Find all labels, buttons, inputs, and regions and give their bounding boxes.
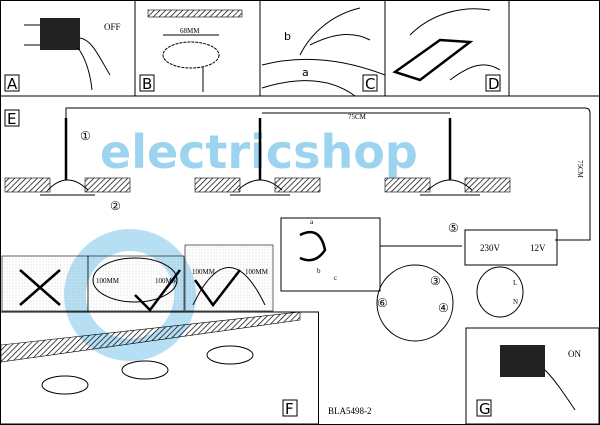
terminal-n: N: [513, 298, 518, 306]
installed-downlight: [206, 345, 254, 365]
hand-icon: [299, 7, 371, 56]
panel-b-cutout: 68MM B: [139, 9, 243, 93]
downlight-2: [194, 118, 321, 196]
bulb-icon: [299, 230, 327, 262]
hand-icon: [409, 8, 501, 81]
detail-circle-screw: [376, 264, 454, 342]
panel-label-e: E: [7, 110, 16, 128]
panel-d-spring: D: [392, 8, 501, 93]
clearance-label: 100MM: [155, 277, 179, 285]
bulb-part-b: b: [317, 267, 321, 275]
cutout-dimension: 68MM: [180, 27, 200, 35]
installed-downlight: [121, 360, 169, 380]
model-code: BLA5498-2: [328, 406, 372, 416]
ceiling: [0, 311, 301, 363]
downlight-3: [384, 118, 511, 196]
step-2: ②: [110, 199, 121, 213]
clearance-correct-side: [184, 244, 274, 312]
installed-downlight: [41, 375, 89, 395]
panel-f-installed: F: [0, 311, 319, 425]
part-b-label: b: [284, 30, 291, 43]
breaker-icon: [500, 345, 545, 377]
part-a-label: a: [302, 66, 309, 79]
detail-circle-terminal: [476, 266, 524, 318]
panel-label-a: A: [7, 75, 18, 93]
panel-g-switch-on: ON G: [465, 327, 600, 425]
downlight-1: [4, 118, 131, 196]
cable: [65, 107, 591, 241]
spring-clip: [392, 38, 474, 82]
step-6: ⑥: [377, 296, 388, 310]
panel-a-switch-off: OFF A: [4, 18, 121, 93]
check-icon: [134, 269, 181, 312]
hand-icon: [77, 37, 111, 91]
bulb-inset: [280, 217, 381, 292]
step-1: ①: [80, 129, 91, 143]
on-label: ON: [568, 349, 581, 359]
check-icon: [193, 269, 241, 308]
clearance-label: 100MM: [192, 268, 216, 276]
panel-e-wiring: E 75CM 75CM ① ② a b c 230V 12V ⑤ ③ ④ ⑥ L…: [1, 107, 591, 342]
hand-icon: [544, 369, 576, 411]
panel-label-c: C: [365, 75, 375, 93]
terminal-l: L: [513, 279, 517, 287]
distance-vertical: 75CM: [576, 160, 584, 179]
panel-label-d: D: [488, 75, 500, 93]
bulb-part-a: a: [310, 218, 314, 226]
panel-label-b: B: [142, 75, 152, 93]
panel-label-f: F: [285, 400, 294, 418]
distance-horizontal: 75CM: [348, 113, 367, 121]
breaker-icon: [40, 18, 80, 50]
panel-label-g: G: [479, 400, 491, 418]
off-label: OFF: [104, 22, 121, 32]
ceiling: [147, 9, 243, 18]
input-voltage: 230V: [480, 243, 501, 253]
step-4: ④: [438, 301, 449, 315]
panel-c-clip: b a C: [261, 7, 386, 97]
cross-icon: [19, 269, 61, 306]
transformer: [464, 229, 558, 266]
cutout-hole: [162, 41, 220, 69]
watermark: electricshop: [64, 125, 418, 361]
step-5: ⑤: [448, 221, 459, 235]
clearance-label: 100MM: [245, 268, 269, 276]
output-voltage: 12V: [530, 243, 546, 253]
bulb-part-c: c: [334, 274, 337, 282]
clearance-label: 100MM: [96, 277, 120, 285]
step-3: ③: [430, 274, 441, 288]
